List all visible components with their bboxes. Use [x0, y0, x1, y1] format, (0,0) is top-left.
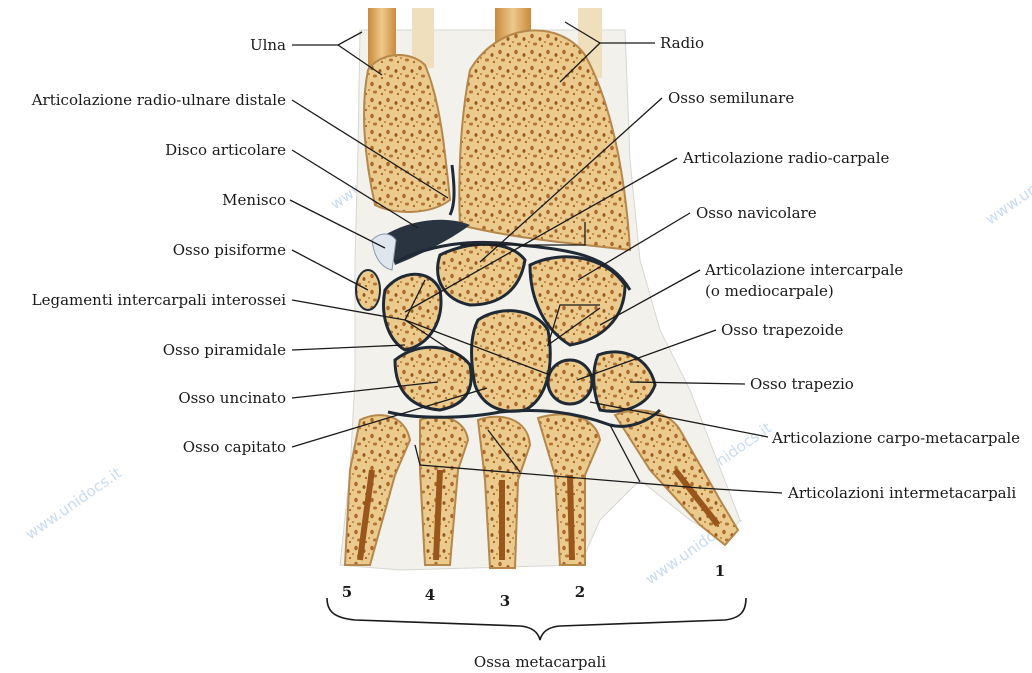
watermark: www.unidocs.it [22, 464, 125, 544]
label-legamenti: Legamenti intercarpali interossei [32, 291, 287, 309]
label-disco-articolare: Disco articolare [165, 141, 286, 159]
metacarpal-number-4: 4 [425, 586, 435, 604]
label-art-carpo-metacarpale: Articolazione carpo-metacarpale [771, 429, 1020, 447]
label-menisco: Menisco [222, 191, 286, 209]
labels-left: Ulna Articolazione radio-ulnare distale … [31, 36, 286, 456]
label-art-intercarpale-sub: (o mediocarpale) [705, 282, 834, 300]
labels-right: Radio Osso semilunare Articolazione radi… [660, 34, 1020, 502]
label-ulna: Ulna [250, 36, 286, 54]
label-osso-pisiforme: Osso pisiforme [173, 241, 286, 259]
label-osso-uncinato: Osso uncinato [178, 389, 286, 407]
label-art-radio-carpale: Articolazione radio-carpale [682, 149, 890, 167]
metacarpal-number-2: 2 [575, 583, 585, 601]
metacarpal-number-5: 5 [342, 583, 352, 601]
label-osso-navicolare: Osso navicolare [696, 204, 817, 222]
label-osso-semilunare: Osso semilunare [668, 89, 794, 107]
label-radio: Radio [660, 34, 704, 52]
watermark: www.unidocs.it [982, 149, 1032, 229]
label-art-radio-ulnare: Articolazione radio-ulnare distale [31, 91, 286, 109]
label-ossa-metacarpali: Ossa metacarpali [474, 653, 606, 671]
metacarpal-number-1: 1 [715, 562, 725, 580]
metacarpal-brace [327, 598, 746, 640]
label-osso-piramidale: Osso piramidale [163, 341, 286, 359]
label-osso-trapezio: Osso trapezio [750, 375, 854, 393]
label-art-intermetacarpali: Articolazioni intermetacarpali [787, 484, 1016, 502]
trapezoid-bone [548, 360, 592, 404]
label-osso-capitato: Osso capitato [183, 438, 286, 456]
label-osso-trapezoide: Osso trapezoide [721, 321, 843, 339]
capitate-bone [472, 311, 551, 412]
metacarpal-number-3: 3 [500, 592, 510, 610]
label-art-intercarpale: Articolazione intercarpale [704, 261, 903, 279]
